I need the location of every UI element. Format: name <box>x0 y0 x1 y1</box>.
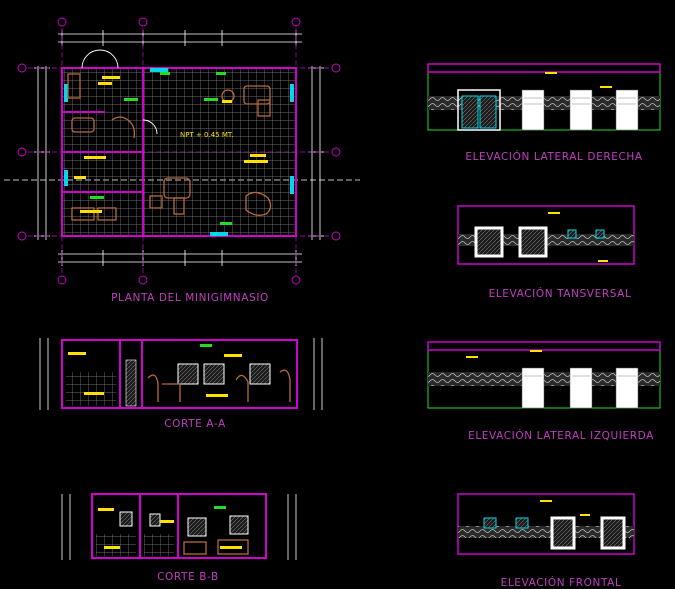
elevation-lateral-izquierda <box>427 341 661 409</box>
title-elevacion-transversal: ELEVACIÓN TANSVERSAL <box>488 288 632 300</box>
title-elevacion-lateral-izquierda: ELEVACIÓN LATERAL IZQUIERDA <box>468 430 654 442</box>
elevation-lateral-derecha <box>427 63 661 131</box>
section-a-a <box>39 338 323 410</box>
title-corte-a-a: CORTE A-A <box>164 418 226 430</box>
title-elevacion-lateral-derecha: ELEVACIÓN LATERAL DERECHA <box>465 151 643 163</box>
title-planta-minigimnasio: PLANTA DEL MINIGIMNASIO <box>111 292 269 304</box>
section-b-b <box>61 493 297 560</box>
elevation-frontal <box>457 493 635 555</box>
floor-plan: NPT + 0.45 MT. <box>4 17 360 285</box>
title-elevacion-frontal: ELEVACIÓN FRONTAL <box>500 577 622 589</box>
title-corte-b-b: CORTE B-B <box>157 571 219 583</box>
elevation-transversal <box>457 205 635 265</box>
plan-level-annotation: NPT + 0.45 MT. <box>180 131 234 139</box>
